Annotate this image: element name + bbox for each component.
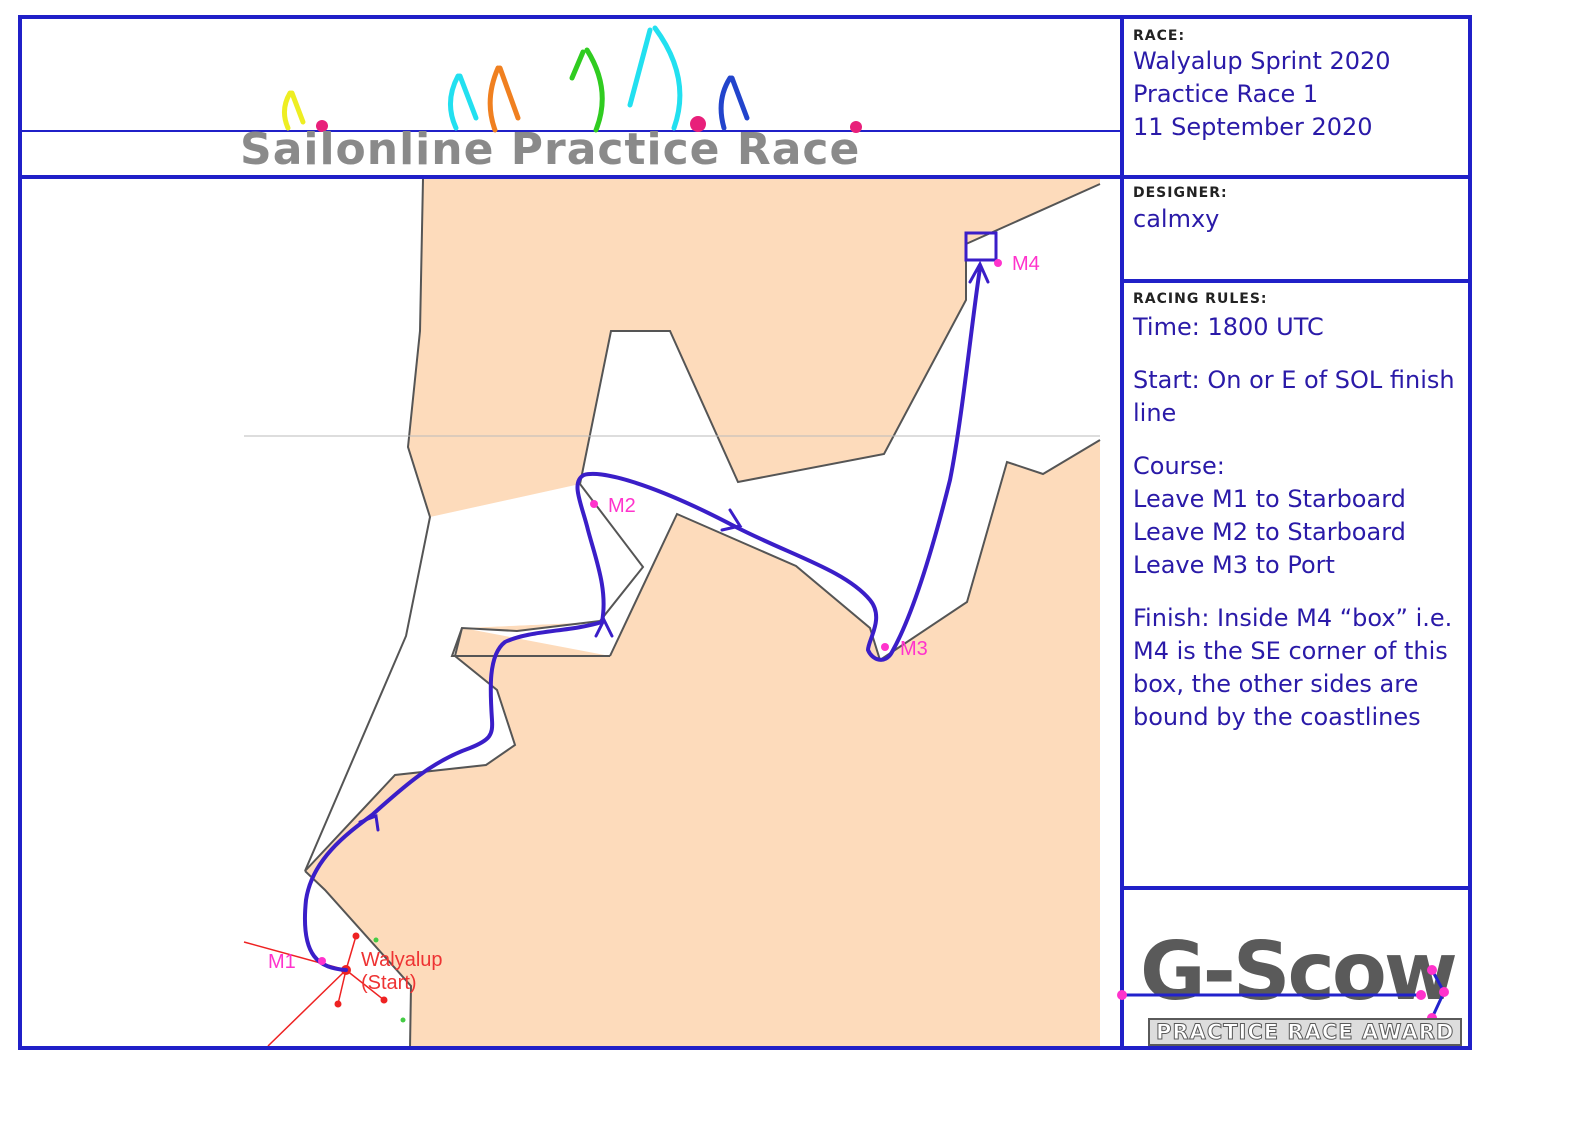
header-divider [18, 175, 1124, 179]
sail-orange-icon [487, 65, 501, 133]
rules-course-m3: Leave M3 to Port [1133, 551, 1335, 579]
rules-info: Time: 1800 UTC Start: On or E of SOL fin… [1133, 311, 1455, 734]
sail-blue-icon [718, 75, 733, 131]
banner-sails [282, 25, 862, 133]
mark-m3-icon [881, 643, 889, 651]
race-name: Walyalup Sprint 2020 [1133, 47, 1391, 75]
banner-baseline [20, 130, 1122, 132]
mark-m4-label: M4 [1012, 253, 1040, 275]
mark-m3-label: M3 [900, 638, 928, 660]
course-map: M1 M2 M3 M4 Walyalup (Start) [243, 179, 1101, 1046]
sail-big-cyan-icon [627, 27, 653, 108]
race-date: 11 September 2020 [1133, 113, 1373, 141]
mark-m2-label: M2 [608, 495, 636, 517]
finish-box [964, 231, 998, 262]
designer-label: DESIGNER: [1133, 185, 1228, 201]
rules-start-line1: Start: On or E of SOL finish [1133, 366, 1455, 394]
sail-yellow-icon [282, 90, 293, 131]
race-subtitle: Practice Race 1 [1133, 80, 1319, 108]
race-section-divider [1122, 175, 1470, 179]
start-label-sub: (Start) [361, 972, 417, 994]
mark-m2-icon [590, 500, 598, 508]
rules-label: RACING RULES: [1133, 291, 1268, 307]
start-label-name: Walyalup [361, 949, 443, 971]
route-arrow-icon [720, 508, 743, 532]
route-arrow-icon [968, 260, 990, 284]
logo-accent-icon [1117, 965, 1449, 1023]
buoy-icon [850, 121, 862, 133]
sidebar-divider [1120, 15, 1124, 1050]
designer-name: calmxy [1133, 203, 1219, 236]
rules-time: Time: 1800 UTC [1133, 313, 1324, 341]
chart-frame [18, 15, 1472, 1050]
race-info: Walyalup Sprint 2020 Practice Race 1 11 … [1133, 45, 1391, 144]
gscow-logo-title: G-Scow [1140, 925, 1458, 1018]
designer-section-divider [1122, 279, 1470, 283]
sailing-route [302, 266, 982, 972]
banner-title: Sailonline Practice Race [240, 124, 861, 175]
gscow-logo-subtitle: PRACTICE RACE AWARD [1148, 1018, 1463, 1046]
rules-finish-line3: box, the other sides are [1133, 670, 1419, 698]
mark-m1-icon [318, 957, 326, 965]
rules-finish-line4: bound by the coastlines [1133, 703, 1421, 731]
mark-m1-label: M1 [268, 951, 296, 973]
sail-cyan-icon [448, 73, 461, 131]
rules-course-heading: Course: [1133, 452, 1225, 480]
route-arrow-icon [358, 813, 380, 832]
designer-name-text: calmxy [1133, 205, 1220, 233]
buoy-icon [316, 120, 328, 132]
rules-course-m2: Leave M2 to Starboard [1133, 518, 1406, 546]
buoy-icon [690, 116, 706, 132]
rules-finish-line2: M4 is the SE corner of this [1133, 637, 1448, 665]
race-label: RACE: [1133, 28, 1186, 44]
sail-green-icon [569, 49, 586, 81]
route-arrow-icon [594, 616, 614, 638]
mark-m4-icon [994, 259, 1002, 267]
rules-section-divider [1122, 886, 1470, 890]
rules-start-line2: line [1133, 399, 1177, 427]
rules-finish-line1: Finish: Inside M4 “box” i.e. [1133, 604, 1453, 632]
rules-course-m1: Leave M1 to Starboard [1133, 485, 1406, 513]
